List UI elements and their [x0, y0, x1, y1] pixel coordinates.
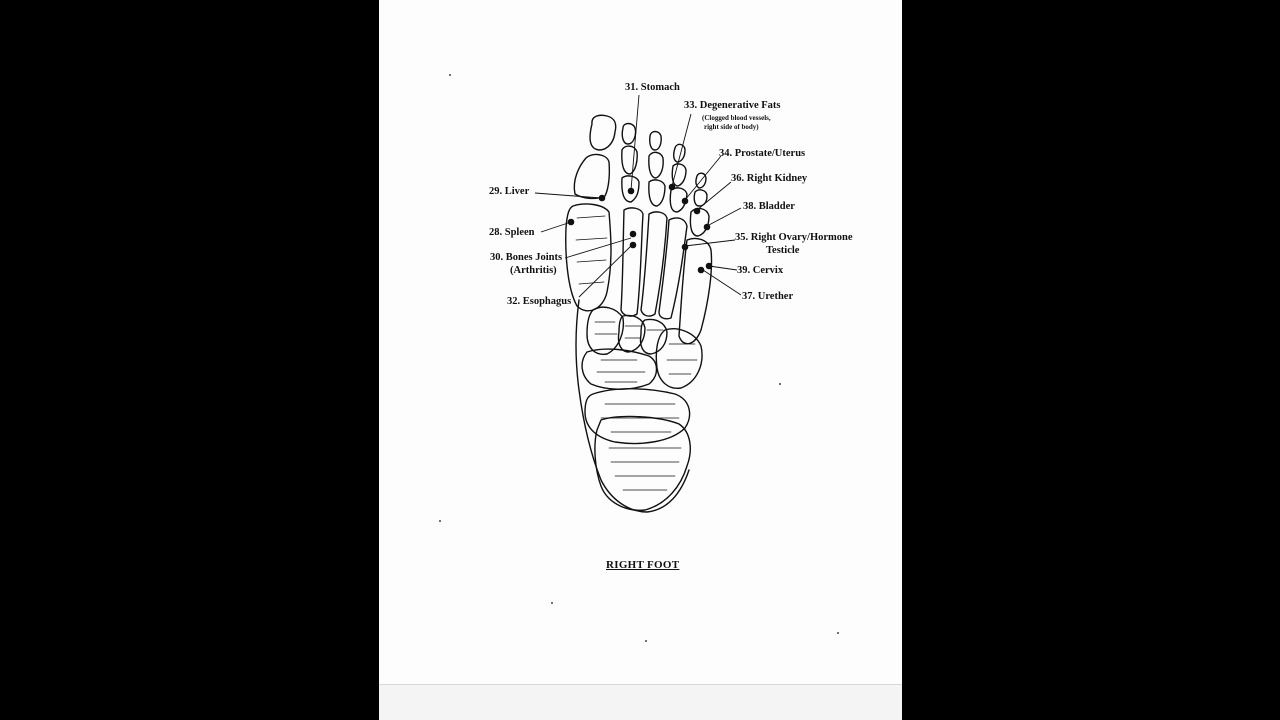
scan-speck: [837, 632, 839, 634]
lateral-cuneiform: [639, 318, 668, 355]
fourth-toe-proximal: [669, 187, 688, 213]
label-30-arthritis: (Arthritis): [510, 265, 557, 276]
point-28-spleen: [567, 218, 575, 226]
label-38-bladder: 38. Bladder: [743, 201, 795, 212]
point-32-esophagus: [629, 241, 637, 249]
scan-speck: [779, 383, 781, 385]
label-34-prostate-uterus: 34. Prostate/Uterus: [719, 148, 806, 159]
point-31-stomach: [627, 187, 635, 195]
page-title: RIGHT FOOT: [606, 559, 680, 571]
fourth-toe-middle: [671, 163, 687, 187]
point-37-urether: [697, 266, 705, 274]
second-toe-proximal: [621, 175, 640, 203]
point-38-bladder: [703, 223, 711, 231]
label-39-cervix: 39. Cervix: [737, 265, 784, 276]
scanned-page: 31. Stomach 33. Degenerative Fats (Clogg…: [379, 0, 902, 720]
point-33-degenerative-fats: [668, 183, 676, 191]
point-35-right-ovary: [681, 243, 689, 251]
intermediate-cuneiform: [617, 314, 646, 353]
label-29-liver: 29. Liver: [489, 186, 530, 197]
scan-speck: [645, 640, 647, 642]
third-metatarsal: [640, 211, 668, 317]
heel-outline: [575, 299, 690, 513]
page-edge: [379, 684, 902, 685]
fourth-toe-distal: [672, 143, 686, 163]
fifth-metatarsal: [678, 237, 713, 345]
talus: [584, 388, 691, 445]
label-37-urether: 37. Urether: [742, 291, 794, 302]
point-29-liver: [598, 194, 606, 202]
hallux-proximal-phalanx: [573, 153, 611, 200]
scan-speck: [551, 602, 553, 604]
third-toe-proximal: [648, 179, 666, 207]
label-31-stomach: 31. Stomach: [625, 82, 680, 93]
cuboid: [655, 328, 703, 389]
label-35-right-ovary-hormone: 35. Right Ovary/Hormone: [735, 232, 853, 243]
point-36-right-kidney: [693, 207, 701, 215]
label-33-degenerative-fats: 33. Degenerative Fats: [684, 100, 781, 111]
page-shadow: [379, 685, 902, 720]
calcaneus: [594, 415, 691, 511]
label-32-esophagus: 32. Esophagus: [507, 296, 572, 307]
label-35-testicle: Testicle: [766, 245, 800, 256]
navicular: [581, 348, 658, 390]
label-33-note-line1: (Clogged blood vessels,: [702, 114, 771, 122]
third-toe-distal: [649, 130, 662, 151]
foot-skeleton-illustration: [534, 94, 742, 513]
label-30-bones-joints: 30. Bones Joints: [490, 252, 563, 263]
point-30-bones-joints: [629, 230, 637, 238]
point-39-cervix: [705, 262, 713, 270]
point-34-prostate-uterus: [681, 197, 689, 205]
fifth-toe-distal: [695, 172, 707, 189]
scan-speck: [439, 520, 441, 522]
fourth-metatarsal: [658, 217, 688, 320]
second-toe-middle: [621, 145, 638, 175]
label-33-note-line2: right side of body): [704, 123, 759, 131]
medial-cuneiform: [586, 306, 625, 355]
hallux-distal-phalanx: [589, 114, 617, 151]
third-toe-middle: [648, 151, 664, 179]
label-28-spleen: 28. Spleen: [489, 227, 535, 238]
scan-speck: [449, 74, 451, 76]
label-36-right-kidney: 36. Right Kidney: [731, 173, 808, 184]
second-metatarsal: [620, 207, 644, 317]
second-toe-distal: [621, 122, 637, 145]
